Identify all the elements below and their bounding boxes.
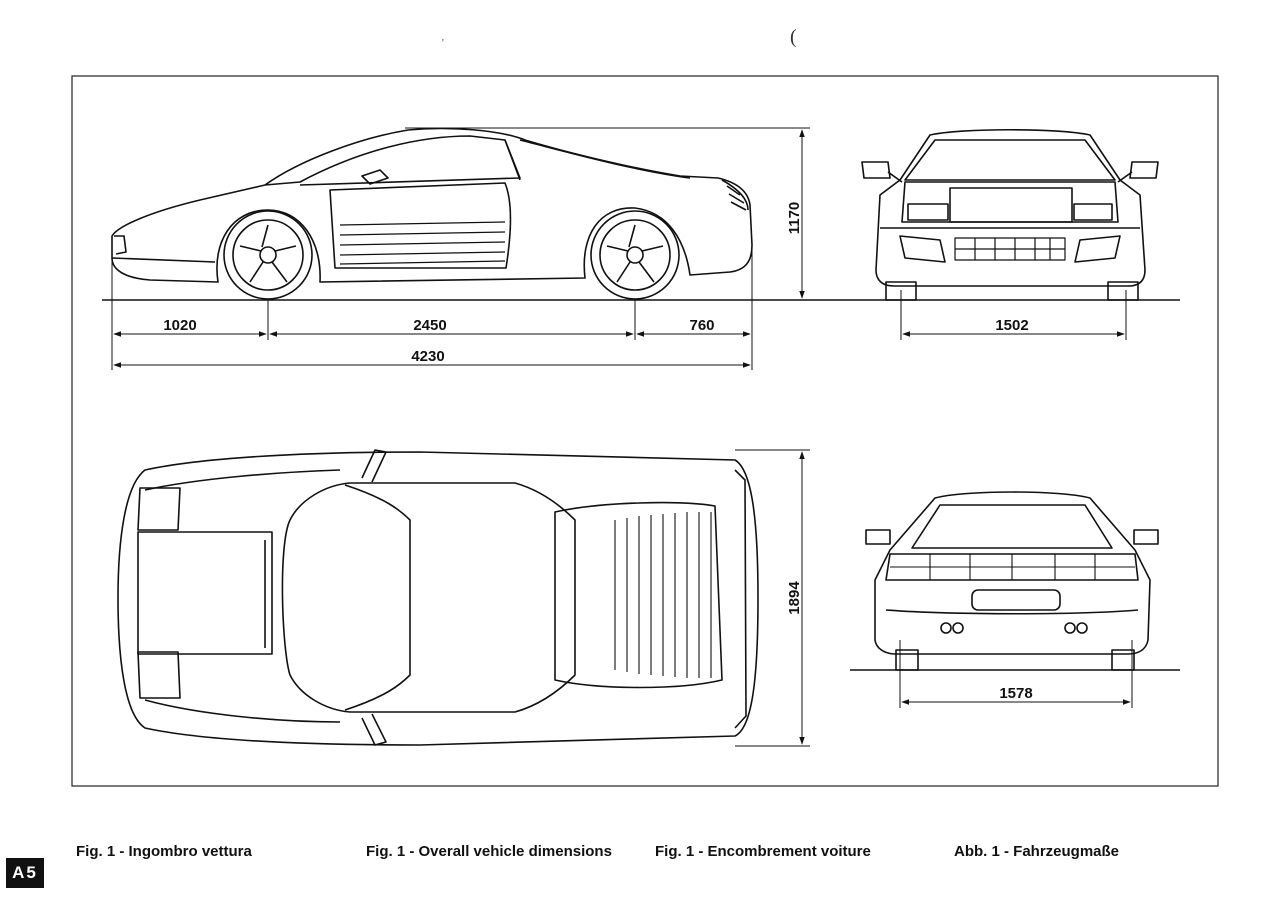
top-view (117, 449, 759, 746)
scan-mark: ' (442, 38, 444, 49)
drawing-frame (71, 75, 1219, 787)
side-dimension-lines (111, 127, 810, 370)
rear-view (865, 491, 1159, 671)
caption-german: Abb. 1 - Fahrzeugmaße (954, 843, 1120, 860)
dim-overall-length: 4230 (411, 348, 444, 365)
side-view (102, 127, 1180, 301)
scan-mark: ( (790, 26, 797, 48)
dim-wheelbase: 2450 (413, 317, 446, 334)
dim-height: 1170 (786, 202, 803, 235)
dim-rear-overhang: 760 (689, 317, 714, 334)
dim-front-overhang: 1020 (163, 317, 196, 334)
caption-italian: Fig. 1 - Ingombro vettura (76, 843, 252, 860)
dim-rear-track: 1578 (999, 685, 1032, 702)
rear-dimension-lines (850, 640, 1180, 708)
caption-english: Fig. 1 - Overall vehicle dimensions (366, 843, 612, 860)
caption-french: Fig. 1 - Encombrement voiture (655, 843, 871, 860)
dim-width: 1894 (786, 581, 803, 615)
front-view (861, 128, 1159, 301)
top-dimension-lines (735, 449, 810, 747)
front-dimension-lines (900, 290, 1127, 340)
dim-front-track: 1502 (995, 317, 1028, 334)
page-badge: A5 (6, 858, 44, 888)
